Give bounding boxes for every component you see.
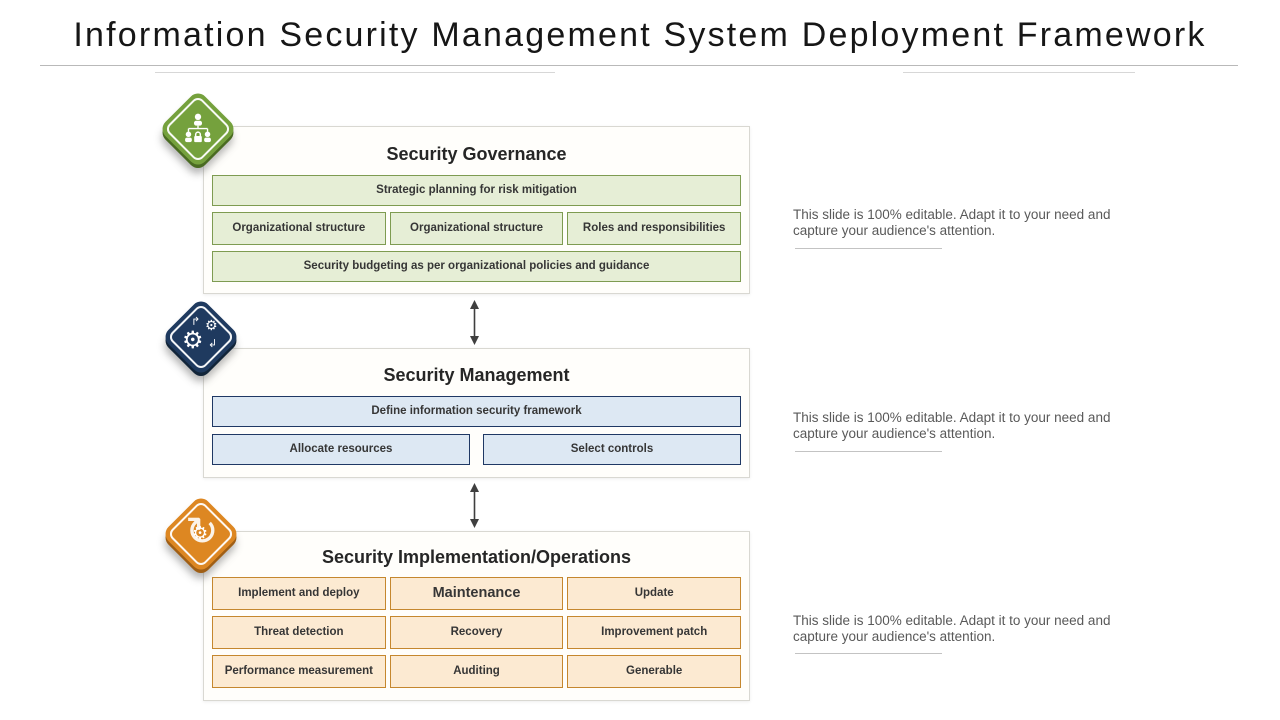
management-diamond-badge: ⚙ ⚙ ↱ ↲ — [161, 297, 241, 377]
row: Implement and deploy Maintenance Update — [212, 577, 742, 610]
row: Organizational structure Organizational … — [212, 212, 742, 245]
section-security-governance: Security Governance Strategic planning f… — [203, 126, 750, 294]
section-rows: Strategic planning for risk mitigation O… — [212, 175, 742, 282]
note-underline-1 — [795, 248, 942, 249]
gears-sync-icon: ⚙ ⚙ ↱ ↲ — [182, 315, 218, 354]
cell-performance-measurement: Performance measurement — [212, 655, 386, 688]
cell-generable: Generable — [567, 655, 742, 688]
page-title: Information Security Management System D… — [73, 16, 1207, 54]
row: Performance measurement Auditing Generab… — [212, 655, 742, 688]
row: Define information security framework — [212, 396, 741, 427]
gear-refresh-icon: ↻ ⚙ — [185, 509, 219, 555]
section-rows: Implement and deploy Maintenance Update … — [212, 577, 742, 688]
editable-note-3: This slide is 100% editable. Adapt it to… — [793, 613, 1111, 645]
double-arrow-management-operations — [468, 483, 481, 528]
cell-security-budgeting: Security budgeting as per organizational… — [212, 251, 741, 282]
section-title: Security Implementation/Operations — [321, 547, 632, 567]
section-title: Security Governance — [386, 144, 567, 164]
double-arrow-governance-management — [468, 300, 481, 345]
cell-implement-deploy: Implement and deploy — [212, 577, 386, 610]
cell-recovery: Recovery — [389, 616, 564, 649]
title-divider-accent-right — [903, 72, 1135, 73]
cell-allocate-resources: Allocate resources — [212, 434, 470, 465]
cell-organizational-structure-2: Organizational structure — [389, 212, 564, 245]
org-hierarchy-icon — [158, 89, 238, 169]
row: Strategic planning for risk mitigation — [212, 175, 741, 206]
cell-update: Update — [567, 577, 742, 610]
title-divider — [40, 65, 1238, 66]
cell-threat-detection: Threat detection — [212, 616, 386, 649]
operations-diamond-badge: ↻ ⚙ — [161, 494, 241, 574]
cell-select-controls: Select controls — [483, 434, 741, 465]
section-rows: Define information security framework Al… — [212, 396, 741, 465]
cell-improvement-patch: Improvement patch — [567, 616, 742, 649]
cell-organizational-structure-1: Organizational structure — [212, 212, 386, 245]
title-divider-accent-left — [155, 72, 555, 73]
cell-define-framework: Define information security framework — [212, 396, 741, 427]
cell-strategic-planning: Strategic planning for risk mitigation — [212, 175, 741, 206]
section-security-implementation-operations: Security Implementation/Operations Imple… — [203, 531, 750, 701]
editable-note-2: This slide is 100% editable. Adapt it to… — [793, 410, 1111, 442]
editable-note-1: This slide is 100% editable. Adapt it to… — [793, 207, 1111, 239]
row: Allocate resources Select controls — [212, 434, 741, 465]
note-underline-3 — [795, 653, 942, 654]
cell-maintenance: Maintenance — [389, 577, 564, 610]
section-title: Security Management — [383, 365, 570, 385]
row: Security budgeting as per organizational… — [212, 251, 741, 282]
cell-auditing: Auditing — [389, 655, 564, 688]
section-security-management: Security Management Define information s… — [203, 348, 750, 478]
governance-diamond-badge — [158, 89, 238, 169]
row: Threat detection Recovery Improvement pa… — [212, 616, 742, 649]
note-underline-2 — [795, 451, 942, 452]
cell-roles-responsibilities: Roles and responsibilities — [567, 212, 742, 245]
